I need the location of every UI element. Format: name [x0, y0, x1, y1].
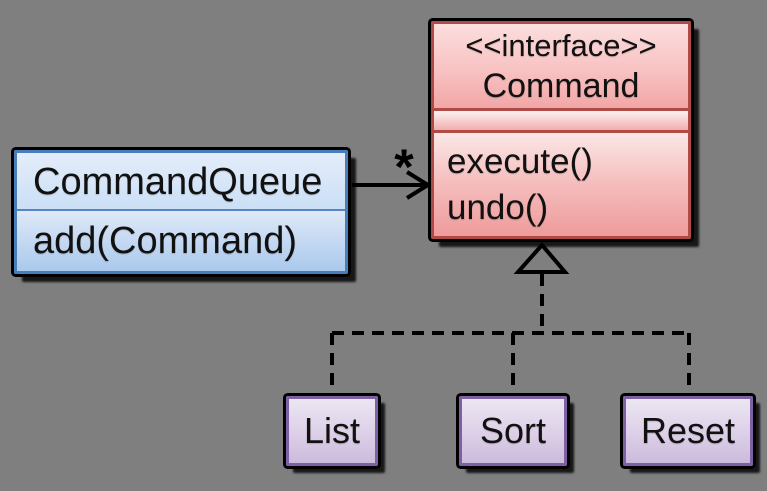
interface-header-compartment: <<interface>> Command	[434, 24, 688, 108]
class-box-reset: Reset	[623, 396, 753, 466]
interface-methods-compartment: execute() undo()	[434, 133, 688, 236]
class-box-sort: Sort	[459, 396, 567, 466]
interface-attributes-compartment	[434, 111, 688, 130]
compartment-divider	[434, 108, 688, 111]
class-box-command-interface: <<interface>> Command execute() undo()	[431, 21, 691, 239]
realization-triangle-icon	[513, 241, 570, 274]
compartment-divider	[434, 130, 688, 133]
class-name-label: CommandQueue	[17, 153, 345, 209]
class-box-list: List	[286, 396, 378, 466]
class-box-commandqueue: CommandQueue add(Command)	[14, 150, 348, 274]
method-label-undo: undo()	[447, 188, 549, 227]
interface-stereotype-label: <<interface>>	[465, 28, 657, 63]
multiplicity-label: *	[394, 139, 414, 195]
method-label-add: add(Command)	[17, 211, 345, 271]
method-label-execute: execute()	[447, 142, 593, 181]
interface-name-label: Command	[482, 67, 640, 105]
compartment-divider	[17, 209, 345, 211]
